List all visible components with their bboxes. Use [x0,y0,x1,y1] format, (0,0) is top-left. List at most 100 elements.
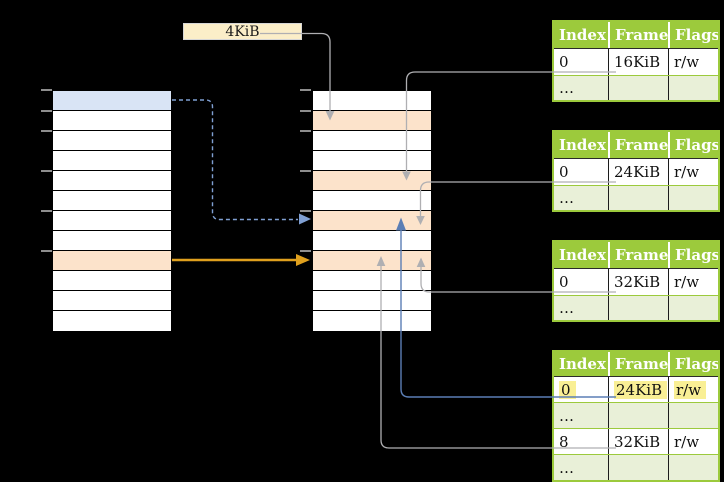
table-cell [608,76,668,100]
table-cell: r/w [668,269,718,295]
table-cell: r/w [668,49,718,75]
middle-table-row-9 [313,271,431,291]
table-cell: … [559,299,574,317]
middle-page-table-column [312,90,432,332]
tick-mark [41,130,52,132]
table-cell: 32KiB [608,269,668,295]
header-cell-flags: Flags [668,132,718,158]
table-cell: 16KiB [608,49,668,75]
middle-table-row-4-orange [313,171,431,191]
frame-table-4-row-0-highlighted: 0 24KiB r/w [554,377,718,403]
header-cell-frame: Frame [608,242,668,268]
left-table-row-4 [53,171,171,191]
middle-table-row-2 [313,131,431,151]
table-cell [608,296,668,320]
middle-table-row-3 [313,151,431,171]
frame-table-3-row-1: … [554,296,718,320]
table-cell: 0 [554,377,608,402]
middle-table-row-10 [313,291,431,311]
dashed-arrow-left-row-to-middle-row [172,99,311,225]
highlighted-value: r/w [674,380,707,399]
header-cell-index: Index [559,355,606,373]
header-cell-index: Index [559,246,606,264]
tick-mark [41,170,52,172]
table-cell [668,76,718,100]
table-cell: 8 [559,432,569,451]
table-cell: … [559,406,574,425]
middle-table-row-1-orange [313,111,431,131]
highlighted-value: 0 [559,380,576,399]
table-cell [668,455,718,480]
left-table-row-8-orange [53,251,171,271]
table-cell: 0 [559,53,569,71]
table-cell: r/w [668,159,718,185]
frame-table-1-row-1: … [554,76,718,100]
table-cell [608,186,668,210]
header-cell-index: Index [559,136,606,154]
middle-table-row-8-orange [313,251,431,271]
tick-mark [300,210,311,212]
table-cell: … [559,79,574,97]
tick-mark [300,89,311,91]
left-table-row-11 [53,311,171,331]
orange-arrow-left-row-to-middle-row [172,254,310,266]
left-table-row-7 [53,231,171,251]
tick-mark [300,130,311,132]
tick-mark [41,110,52,112]
header-cell-frame: Frame [608,22,668,48]
table-cell [668,403,718,428]
middle-table-row-5 [313,191,431,211]
middle-table-row-7 [313,231,431,251]
table-cell [668,186,718,210]
frame-table-2-row-1: … [554,186,718,210]
left-table-row-0-blue [53,91,171,111]
table-cell: … [559,458,574,477]
table-cell: r/w [668,429,718,454]
header-cell-flags: Flags [668,22,718,48]
table-cell: r/w [668,377,718,402]
middle-table-row-0 [313,91,431,111]
table-cell: 24KiB [608,159,668,185]
left-table-row-9 [53,271,171,291]
header-cell-index: Index [559,26,606,44]
header-cell-flags: Flags [668,352,718,376]
left-table-row-10 [53,291,171,311]
left-table-row-1 [53,111,171,131]
tick-mark [300,250,311,252]
left-page-table-column [52,90,172,332]
frame-table-4-row-3: … [554,455,718,480]
middle-table-row-6-orange [313,211,431,231]
table-cell [608,403,668,428]
table-cell [668,296,718,320]
middle-table-row-11 [313,311,431,331]
table-cell: 0 [559,273,569,291]
tick-mark [41,210,52,212]
table-cell: 24KiB [608,377,668,402]
header-cell-frame: Frame [608,132,668,158]
left-table-row-3 [53,151,171,171]
table-cell: 32KiB [608,429,668,454]
tick-mark [41,250,52,252]
table-cell: … [559,189,574,207]
left-table-row-2 [53,131,171,151]
tick-mark [300,110,311,112]
header-cell-flags: Flags [668,242,718,268]
tick-mark [41,89,52,91]
left-table-row-6 [53,211,171,231]
left-table-row-5 [53,191,171,211]
tick-mark [300,170,311,172]
page-size-label: 4KiB [183,23,302,40]
frame-table-4-row-1: … [554,403,718,429]
